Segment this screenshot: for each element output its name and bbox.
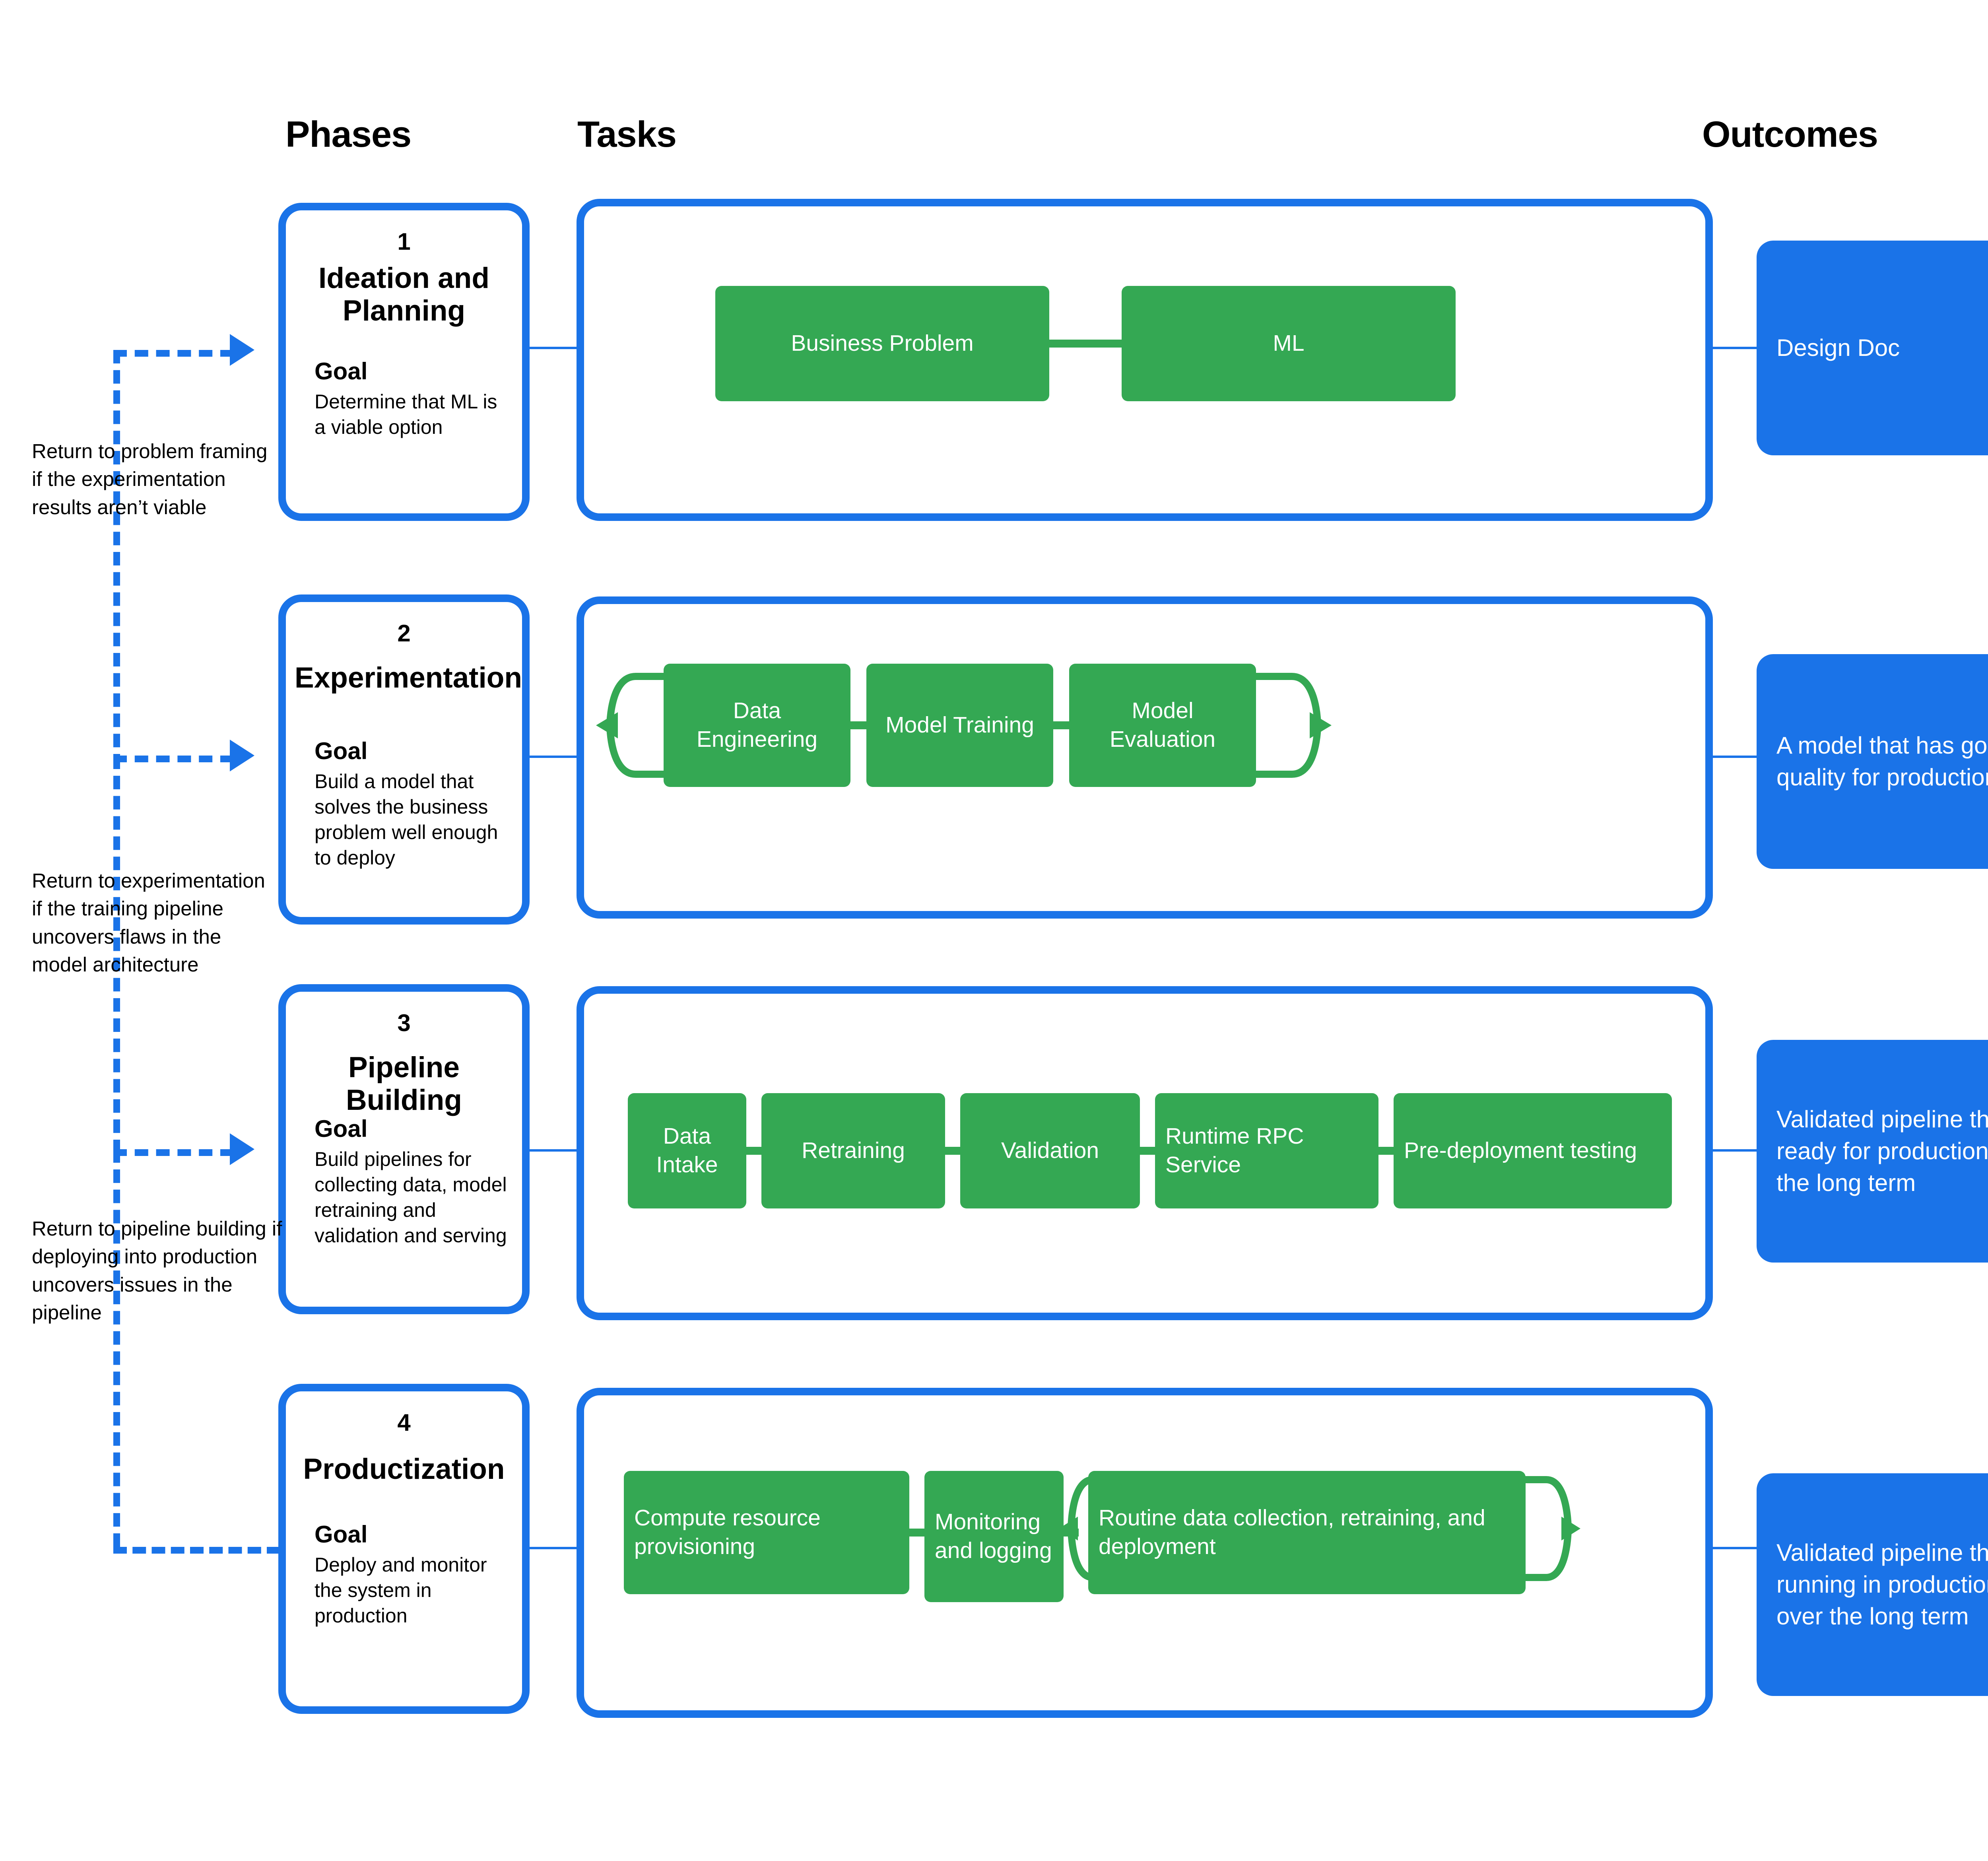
- connector-phase1-tasks: [530, 347, 577, 349]
- column-header-outcomes: Outcomes: [1702, 114, 1878, 155]
- phase-number-2: 2: [397, 620, 411, 647]
- return-path-3-horizontal: [113, 1149, 234, 1156]
- task-box-model-training[interactable]: Model Training: [866, 664, 1053, 787]
- outcome-box-3[interactable]: Validated pipeline that’s ready for prod…: [1757, 1040, 1988, 1263]
- connector-phase4-tasks: [530, 1547, 577, 1549]
- tasks-card-4: Compute resource provisioning Monitoring…: [577, 1388, 1713, 1718]
- phase-goal-text-3: Build pipelines for collecting data, mod…: [315, 1148, 507, 1247]
- phase-goal-label-3: Goal: [315, 1115, 368, 1142]
- task-connector-2b: [1053, 721, 1069, 729]
- connector-tasks4-outcome: [1713, 1547, 1757, 1549]
- return-arrow-1: [230, 334, 254, 366]
- loop-arrow-left-row4: [1059, 1476, 1122, 1581]
- task-box-routine-data-collection[interactable]: Routine data collection, retraining, and…: [1088, 1471, 1526, 1594]
- phase-goal-label-1: Goal: [315, 358, 368, 385]
- phase-goal-label-2: Goal: [315, 738, 368, 764]
- phase-title-1: Ideation and Planning: [318, 262, 489, 327]
- return-arrow-2: [230, 740, 254, 771]
- phase-card-1[interactable]: 1 Ideation and Planning Goal Determine t…: [278, 203, 530, 521]
- connector-tasks2-outcome: [1713, 756, 1757, 758]
- tasks-card-1: Business Problem ML: [577, 199, 1713, 521]
- task-box-business-problem[interactable]: Business Problem: [715, 286, 1049, 401]
- phase-card-4[interactable]: 4 Productization Goal Deploy and monitor…: [278, 1384, 530, 1714]
- outcome-box-2[interactable]: A model that has good quality for produc…: [1757, 654, 1988, 869]
- task-box-data-engineering[interactable]: Data Engineering: [664, 664, 850, 787]
- task-box-pre-deployment-testing[interactable]: Pre-deployment testing: [1394, 1093, 1672, 1208]
- loop-arrow-right-row2: [1256, 673, 1332, 778]
- task-connector-3a: [746, 1147, 761, 1155]
- task-box-retraining[interactable]: Retraining: [761, 1093, 945, 1208]
- return-path-4-vertical: [113, 1149, 120, 1547]
- phase-title-2: Experimentation: [295, 662, 522, 694]
- task-box-model-evaluation[interactable]: Model Evaluation: [1069, 664, 1256, 787]
- annotation-return-to-experimentation: Return to experimentation if the trainin…: [32, 869, 265, 976]
- connector-tasks1-outcome: [1713, 347, 1757, 349]
- tasks-card-3: Data Intake Retraining Validation Runtim…: [577, 986, 1713, 1320]
- task-box-ml[interactable]: ML: [1122, 286, 1456, 401]
- task-box-validation[interactable]: Validation: [960, 1093, 1140, 1208]
- return-path-1-vertical: [113, 350, 120, 767]
- phase-number-4: 4: [397, 1409, 411, 1436]
- task-connector-2a: [850, 721, 866, 729]
- phase-goal-text-2: Build a model that solves the business p…: [315, 770, 498, 869]
- tasks-card-2: Data Engineering Model Training Model Ev…: [577, 596, 1713, 919]
- loop-arrow-left-row2: [596, 673, 672, 778]
- outcome-box-1[interactable]: Design Doc: [1757, 241, 1988, 455]
- return-path-1-horizontal: [113, 350, 234, 357]
- return-path-3-vertical: [113, 756, 120, 1153]
- annotation-return-to-pipeline-building: Return to pipeline building if deploying…: [32, 1217, 282, 1324]
- return-path-2-horizontal: [113, 756, 234, 762]
- phase-number-3: 3: [397, 1010, 411, 1036]
- phase-title-3: Pipeline Building: [346, 1051, 462, 1116]
- column-header-phases: Phases: [285, 114, 412, 155]
- phase-title-4: Productization: [303, 1453, 505, 1485]
- annotation-return-to-problem-framing: Return to problem framing if the experim…: [32, 440, 268, 519]
- connector-phase3-tasks: [530, 1149, 577, 1152]
- column-header-tasks: Tasks: [577, 114, 677, 155]
- phase-goal-label-4: Goal: [315, 1521, 368, 1548]
- task-connector-4a: [909, 1529, 924, 1537]
- outcome-box-4[interactable]: Validated pipeline that’s running in pro…: [1757, 1473, 1988, 1696]
- loop-arrow-right-row4: [1518, 1476, 1580, 1581]
- phase-goal-text-4: Deploy and monitor the system in product…: [315, 1554, 487, 1627]
- task-box-monitoring-and-logging[interactable]: Monitoring and logging: [924, 1471, 1064, 1602]
- task-connector-1: [1049, 340, 1122, 348]
- task-box-data-intake[interactable]: Data Intake: [628, 1093, 746, 1208]
- task-connector-3d: [1378, 1147, 1394, 1155]
- connector-phase2-tasks: [530, 756, 577, 758]
- return-arrow-3: [230, 1133, 254, 1165]
- task-box-compute-resource-provisioning[interactable]: Compute resource provisioning: [624, 1471, 909, 1594]
- return-path-4-horizontal: [113, 1547, 280, 1554]
- task-connector-3b: [945, 1147, 960, 1155]
- task-box-runtime-rpc-service[interactable]: Runtime RPC Service: [1155, 1093, 1378, 1208]
- connector-tasks3-outcome: [1713, 1149, 1757, 1152]
- task-connector-3c: [1140, 1147, 1155, 1155]
- phase-number-1: 1: [397, 228, 411, 255]
- phase-card-2[interactable]: 2 Experimentation Goal Build a model tha…: [278, 594, 530, 925]
- phase-card-3[interactable]: 3 Pipeline Building Goal Build pipelines…: [278, 984, 530, 1314]
- phase-goal-text-1: Determine that ML is a viable option: [315, 390, 497, 438]
